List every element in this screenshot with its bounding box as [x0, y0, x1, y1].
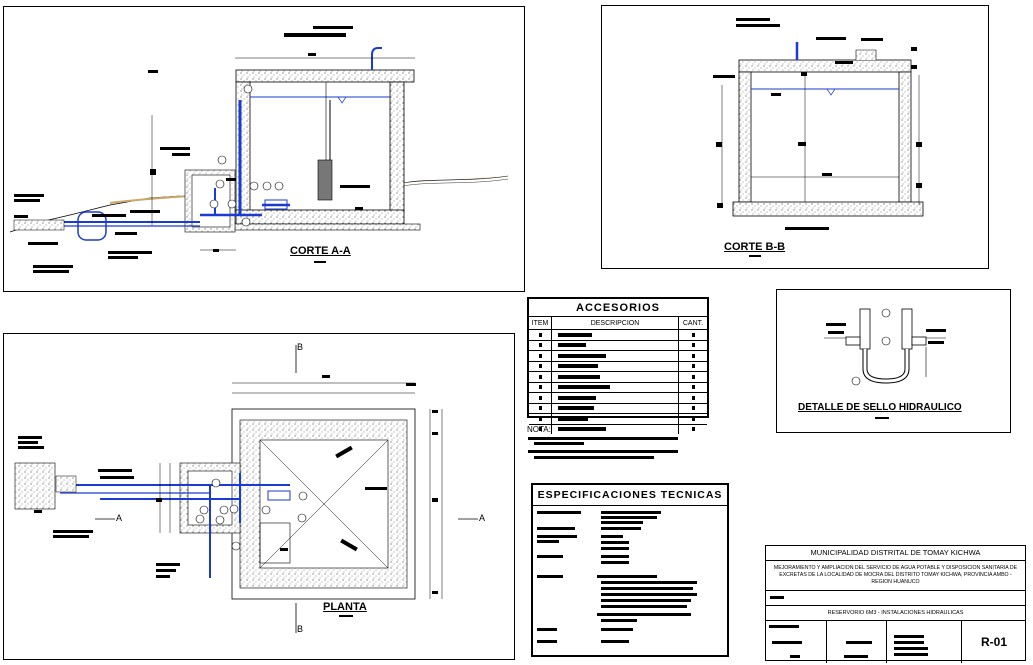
cut-a-left: A	[116, 513, 123, 523]
table-row	[529, 381, 707, 392]
corte-aa-drawing	[9, 26, 509, 273]
table-row	[529, 413, 707, 424]
tb-cell	[886, 621, 962, 663]
title-block-project: MEJORAMIENTO Y AMPLIACION DEL SERVICIO D…	[766, 561, 1025, 591]
nota-line	[528, 450, 678, 453]
planta-title: PLANTA	[323, 601, 367, 613]
nota-line	[534, 456, 654, 459]
table-row	[529, 329, 707, 340]
corte-bb-drawing	[713, 18, 924, 257]
table-row	[529, 339, 707, 350]
title-block-bottom: R-01	[766, 621, 1025, 663]
tb-cell	[826, 621, 887, 663]
cut-b-bottom: B	[297, 624, 304, 634]
title-block-sheet-name: RESERVORIO 6M3 - INSTALACIONES HIDRAULIC…	[766, 606, 1025, 621]
detalle-frame	[776, 289, 1011, 433]
detalle-drawing	[824, 308, 946, 419]
corte-bb-title: CORTE B-B	[724, 241, 786, 253]
planta-frame	[3, 333, 515, 660]
table-row	[529, 371, 707, 382]
col-item: ITEM	[529, 317, 552, 329]
title-block-entity: MUNICIPALIDAD DISTRITAL DE TOMAY KICHWA	[766, 546, 1025, 561]
accesorios-title: ACCESORIOS	[576, 302, 660, 314]
table-row	[529, 402, 707, 413]
col-desc: DESCRIPCION	[552, 317, 679, 329]
nota-line	[528, 437, 678, 440]
tb-cell	[766, 621, 827, 663]
table-row	[529, 360, 707, 371]
title-block-label-bar	[770, 596, 784, 599]
accesorios-table: ACCESORIOS ITEM DESCRIPCION CANT.	[527, 297, 709, 434]
planta-drawing	[14, 345, 478, 633]
corte-aa-frame	[3, 6, 525, 292]
cut-a-right: A	[479, 513, 486, 523]
accesorios-header-row: ITEM DESCRIPCION CANT.	[529, 316, 707, 329]
title-block: MUNICIPALIDAD DISTRITAL DE TOMAY KICHWA …	[765, 545, 1026, 663]
table-row	[529, 350, 707, 361]
especificaciones-title: ESPECIFICACIONES TECNICAS	[533, 485, 727, 506]
corte-aa-title: CORTE A-A	[290, 245, 351, 257]
table-row	[529, 423, 707, 434]
cut-b-top: B	[297, 342, 304, 352]
corte-bb-frame	[601, 5, 989, 269]
col-cant: CANT.	[682, 319, 704, 327]
especificaciones-body	[537, 511, 697, 643]
detalle-title: DETALLE DE SELLO HIDRAULICO	[798, 402, 962, 413]
table-row	[529, 392, 707, 403]
nota-label: NOTA:	[527, 425, 551, 434]
nota-line	[534, 442, 584, 445]
title-block-label-row	[766, 591, 1025, 606]
title-block-code: R-01	[980, 635, 1007, 649]
